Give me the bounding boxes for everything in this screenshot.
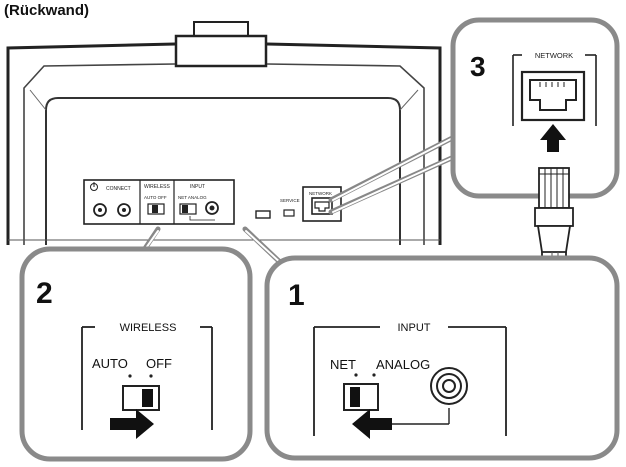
input-slide-switch [343, 383, 379, 411]
device-body [6, 21, 442, 245]
control-strip: CONNECT WIRELESS AUTO OFF INPUT NET ANAL… [83, 179, 342, 225]
slide-left-arrow-icon [352, 409, 392, 439]
panel-label-usb: SERVICE [280, 198, 300, 203]
slide-right-arrow-icon [110, 409, 154, 439]
wireless-label: WIRELESS [120, 322, 177, 334]
panel-label-net-analog: NET ANALOG [178, 195, 207, 200]
wireless-slide-switch [122, 385, 160, 411]
analog-jack-icon [430, 367, 468, 405]
wireless-off-label: OFF [146, 356, 172, 371]
input-zoom-bubble: 1 INPUT NET ANALOG [264, 255, 620, 461]
step-number-1: 1 [288, 279, 305, 312]
wireless-auto-label: AUTO [92, 356, 128, 371]
network-label: NETWORK [535, 51, 573, 60]
step-number-2: 2 [36, 277, 53, 310]
insert-arrow-icon [540, 124, 566, 152]
network-zoom-bubble: 3 NETWORK [450, 17, 620, 199]
wireless-zoom-bubble: 2 WIRELESS AUTO OFF [19, 246, 253, 462]
input-label: INPUT [398, 322, 431, 334]
step-number-3: 3 [470, 51, 486, 82]
panel-label-wireless: WIRELESS [144, 184, 171, 190]
input-analog-label: ANALOG [376, 357, 430, 372]
panel-label-network: NETWORK [309, 191, 332, 196]
diagram-heading: (Rückwand) [4, 2, 90, 19]
panel-label-auto-off: AUTO OFF [144, 195, 167, 200]
panel-label-input: INPUT [190, 184, 205, 190]
input-net-label: NET [330, 357, 356, 372]
panel-label-connect: CONNECT [106, 186, 131, 192]
